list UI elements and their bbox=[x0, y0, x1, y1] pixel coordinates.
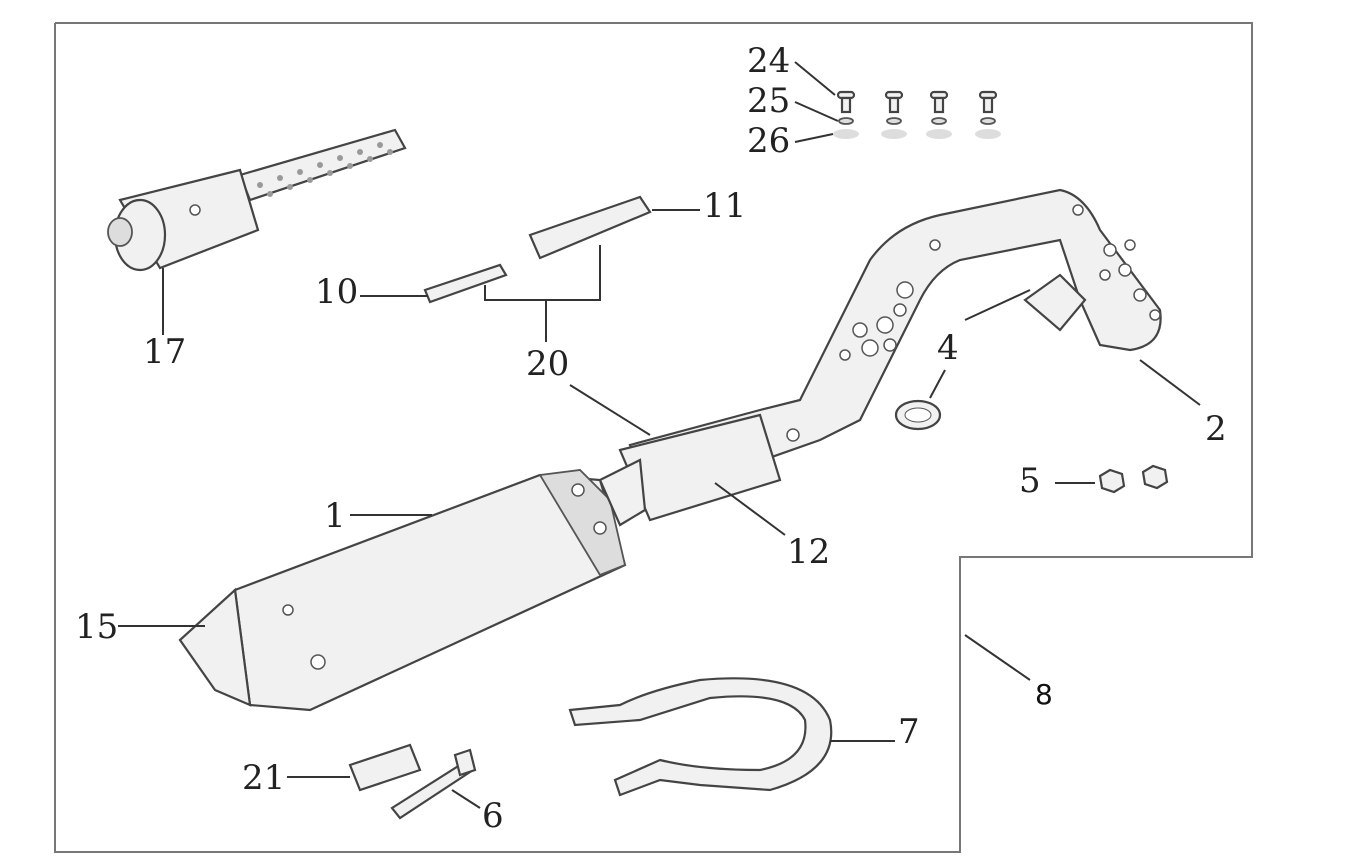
callout-4: 4 bbox=[937, 328, 959, 368]
callout-17: 17 bbox=[143, 332, 186, 372]
part-11-plate bbox=[528, 195, 652, 260]
callout-25: 25 bbox=[747, 81, 790, 121]
callout-15: 15 bbox=[75, 607, 118, 647]
callout-11: 11 bbox=[703, 186, 746, 226]
callout-26: 26 bbox=[747, 121, 790, 161]
callout-10: 10 bbox=[315, 272, 358, 312]
callout-21: 21 bbox=[242, 758, 285, 798]
callout-8: 8 bbox=[1035, 678, 1053, 711]
part-1-muffler bbox=[233, 458, 647, 712]
part-15-end-cap bbox=[178, 587, 252, 707]
callout-24: 24 bbox=[747, 41, 790, 81]
part-6-bolt-head bbox=[453, 748, 477, 777]
parts-24-25-26-bolts-washers bbox=[833, 90, 1001, 139]
callout-20: 20 bbox=[526, 344, 569, 384]
callout-12: 12 bbox=[787, 532, 830, 572]
assembly-boundary-8 bbox=[54, 22, 1253, 853]
part-5-nuts bbox=[1098, 464, 1169, 494]
callout-7: 7 bbox=[898, 712, 920, 752]
leader-lines bbox=[118, 61, 1201, 809]
callout-5: 5 bbox=[1019, 461, 1041, 501]
part-10-pin bbox=[423, 263, 508, 304]
callout-6: 6 bbox=[482, 796, 504, 836]
callout-2: 2 bbox=[1205, 409, 1227, 449]
part-17-spark-arrestor bbox=[107, 128, 407, 272]
part-21-spacer bbox=[348, 743, 422, 792]
part-4-gasket bbox=[894, 273, 1087, 431]
callout-1: 1 bbox=[324, 496, 346, 536]
part-7-clamp bbox=[568, 677, 833, 797]
